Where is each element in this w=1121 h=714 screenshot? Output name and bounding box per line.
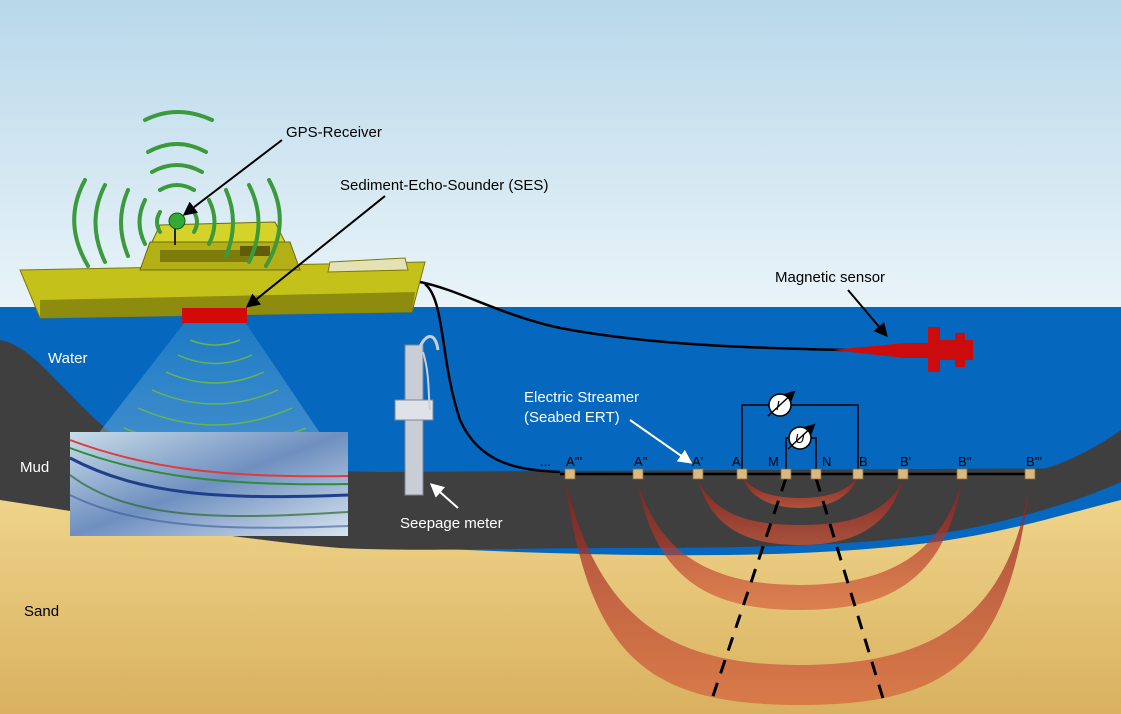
streamer-callout-arrow xyxy=(629,419,693,464)
electrode-a1-label: A' xyxy=(692,454,703,469)
electrode-m-label: M xyxy=(768,454,779,469)
ses-profile xyxy=(69,432,349,536)
gps-receiver-icon xyxy=(168,212,186,230)
voltage-meter-label: U xyxy=(795,431,805,446)
electrode-b1-label: B' xyxy=(900,454,911,469)
electrode-b xyxy=(852,468,864,480)
electrode-a2-label: A'' xyxy=(634,454,648,469)
magnetic-sensor-label: Magnetic sensor xyxy=(775,269,885,286)
electrodes xyxy=(564,468,1036,480)
electrode-a xyxy=(736,468,748,480)
survey-boat xyxy=(19,221,426,319)
electrode-b1 xyxy=(897,468,909,480)
electrode-a3-label: A''' xyxy=(566,454,582,469)
gps-signal-arcs xyxy=(72,110,282,268)
magnetometer-cable xyxy=(419,280,846,352)
water-label: Water xyxy=(48,350,87,367)
electrode-m xyxy=(780,468,792,480)
seepage-meter-label: Seepage meter xyxy=(400,515,503,532)
electrode-n-label: N xyxy=(822,454,831,469)
mud-right-bank xyxy=(1040,430,1121,482)
streamer-cable xyxy=(424,283,561,474)
electrode-a1 xyxy=(692,468,704,480)
ses-label: Sediment-Echo-Sounder (SES) xyxy=(340,177,548,194)
electrode-b-label: B xyxy=(859,454,868,469)
ert-arcs xyxy=(565,476,1030,705)
seabed-ert-label: (Seabed ERT) xyxy=(524,409,620,426)
electrode-a2 xyxy=(632,468,644,480)
electrode-a3 xyxy=(564,468,576,480)
electrode-dots-label: ... xyxy=(540,454,551,469)
ses-transducer xyxy=(182,308,247,323)
sand-layer xyxy=(0,485,1121,714)
ses-callout-arrow xyxy=(245,195,386,308)
gps-receiver-label: GPS-Receiver xyxy=(286,124,382,141)
electrode-b3-label: B''' xyxy=(1026,454,1042,469)
seepage-meter-icon xyxy=(394,335,440,496)
electrode-n xyxy=(810,468,822,480)
gps-callout-arrow xyxy=(182,139,283,216)
sand-label: Sand xyxy=(24,603,59,620)
electric-streamer-label: Electric Streamer xyxy=(524,389,639,406)
electrode-b2 xyxy=(956,468,968,480)
current-meter xyxy=(767,390,796,417)
current-meter-label: I xyxy=(776,398,780,413)
voltage-meter xyxy=(787,423,816,450)
magnetic-callout-arrow xyxy=(847,289,888,338)
mud-label: Mud xyxy=(20,459,49,476)
depth-lines xyxy=(708,477,887,706)
electrode-b3 xyxy=(1024,468,1036,480)
seepage-callout-arrow xyxy=(429,483,459,509)
magnetic-sensor-icon xyxy=(832,327,973,372)
electrode-b2-label: B'' xyxy=(958,454,972,469)
electrode-a-label: A xyxy=(732,454,741,469)
